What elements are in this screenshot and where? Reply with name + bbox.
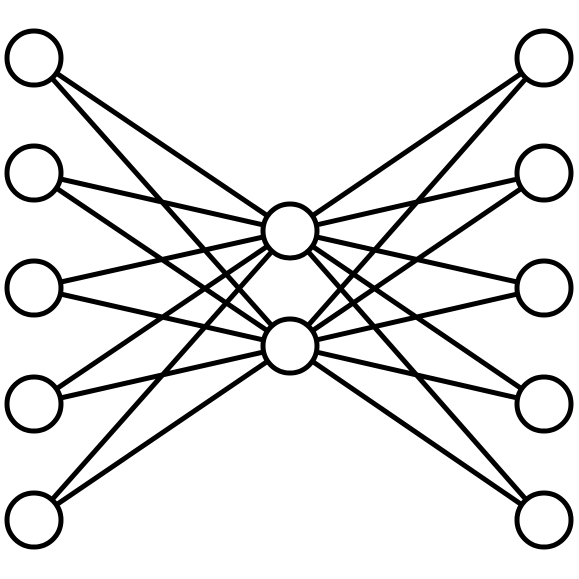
edge-c1-r1 [287,55,547,234]
edge-l2-c1 [31,170,293,234]
node-l5 [4,490,64,550]
edge-c2-r3 [287,285,547,349]
edge-l3-c1 [31,228,293,291]
edge-l1-c1 [31,55,293,234]
node-c1 [260,201,320,261]
node-l3 [4,258,64,318]
edge-l5-c1 [31,228,293,523]
node-l1 [4,28,64,88]
edge-c2-r2 [287,170,547,349]
node-l4 [4,374,64,434]
node-c2 [260,316,320,376]
node-r3 [514,258,574,318]
edge-c2-r4 [287,343,547,407]
edge-l5-c2 [31,343,293,523]
edge-c2-r5 [287,343,547,523]
node-r2 [514,143,574,203]
node-r4 [514,374,574,434]
nodes-layer [4,28,574,550]
node-l2 [4,143,64,203]
edge-l4-c1 [31,228,293,407]
edges-layer [31,55,547,523]
edge-c2-r1 [287,55,547,349]
node-r1 [514,28,574,88]
node-r5 [514,490,574,550]
